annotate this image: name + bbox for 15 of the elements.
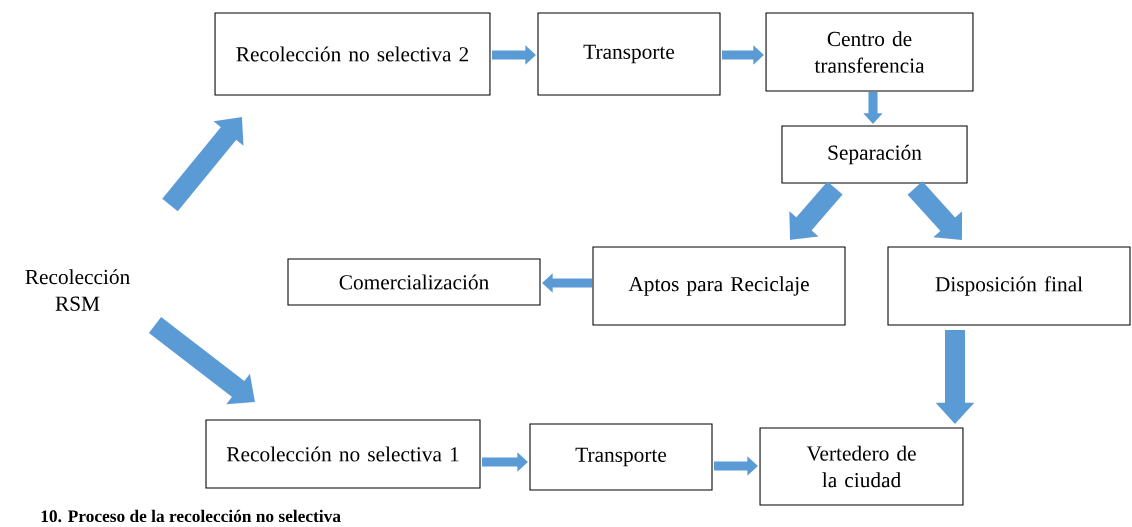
process-box: Centro de transferencia [765,12,974,92]
process-box: Transporte [537,12,721,96]
process-box: Recolección no selectiva 2 [214,12,491,96]
process-box: Comercialización [287,258,541,306]
process-box: Vertedero de la ciudad [759,427,964,506]
process-label: Recolección RSM [25,269,130,311]
block-arrow [162,117,244,212]
block-arrow [907,181,963,240]
process-box: Recolección no selectiva 1 [205,419,481,489]
process-box: Disposición final [887,246,1131,326]
figure-caption: 10. Proceso de la recolección no selectiva [41,509,341,523]
process-box: Separación [781,125,968,184]
process-box: Transporte [529,423,713,491]
process-box: Aptos para Reciclaje [592,246,846,326]
block-arrow [789,181,843,240]
